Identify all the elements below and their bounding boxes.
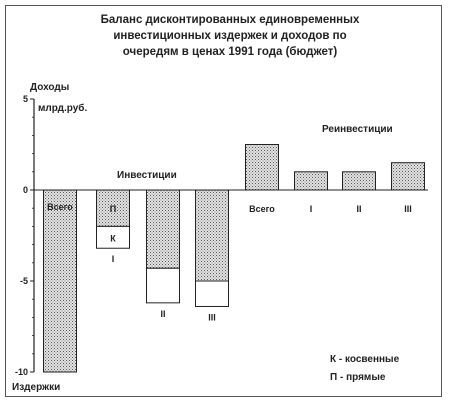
chart-frame [5,5,442,397]
bar-segment [146,267,180,304]
y-tick-label: -10 [15,367,28,377]
chart-title-line-1: Баланс дисконтированных единовременных [100,14,360,26]
group-label-reinvestments: Реинвестиции [322,124,393,135]
bar-segment [96,225,130,249]
bar [43,189,77,373]
legend-direct: П - прямые [330,372,386,383]
y-label-costs: Издержки [12,382,61,393]
category-label: III [404,204,412,214]
category-label: I [310,204,313,214]
bar [342,171,376,191]
bar-segment [146,189,180,269]
category-label: II [356,204,361,214]
category-label: III [208,312,216,322]
chart-title-line-3: очередям в ценах 1991 года (бюджет) [122,46,338,58]
bar-segment [96,189,130,227]
bar-segment-label: К [110,233,116,243]
y-label-income: Доходы [30,82,70,93]
bar-segment [195,280,229,307]
category-label: II [160,309,165,319]
group-label-investments: Инвестиции [117,170,177,181]
category-label: Всего [249,204,275,214]
y-tick-label: -5 [20,276,28,286]
chart-title-line-2: инвестиционных издержек и доходов по [113,30,347,42]
bar-segment-label: П [110,204,116,214]
category-label: I [112,254,115,264]
bar [245,144,279,191]
bar-segment [195,189,229,282]
legend-indirect: К - косвенные [330,354,400,365]
y-tick-label: 5 [23,94,28,104]
y-tick-label: 0 [23,185,28,195]
bar [294,171,328,191]
y-label-unit: млрд.руб. [38,103,88,114]
bar [391,162,425,191]
category-label: Всего [47,202,73,212]
